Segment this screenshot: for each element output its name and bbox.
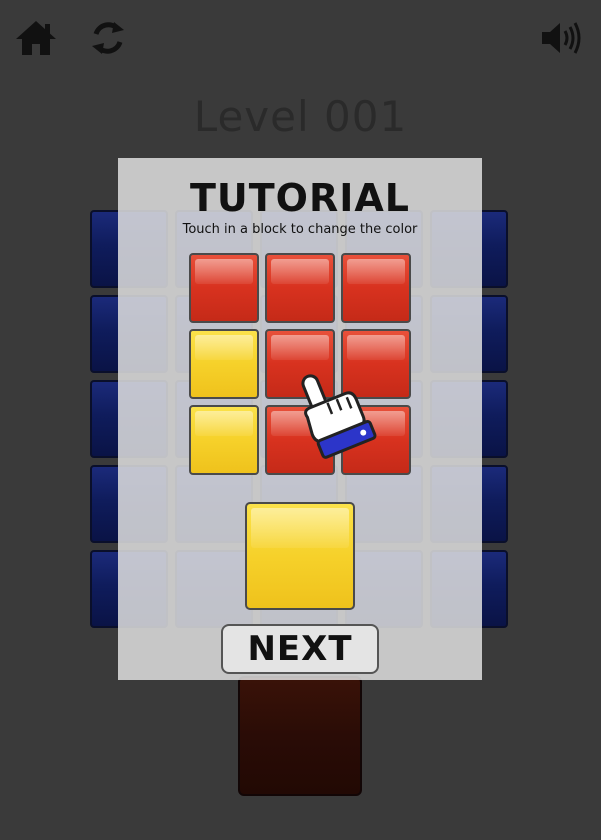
target-color-block [238, 676, 362, 796]
tutorial-instruction: Touch in a block to change the color [182, 222, 418, 237]
restart-icon [92, 22, 124, 54]
tutorial-grid [189, 253, 411, 475]
tutorial-block-yellow [189, 405, 259, 475]
home-button[interactable] [12, 14, 60, 62]
restart-button[interactable] [84, 14, 132, 62]
sound-on-icon [542, 22, 581, 54]
tutorial-dialog: TUTORIAL Touch in a block to change the … [118, 158, 482, 680]
tutorial-block-red [265, 329, 335, 399]
home-icon [16, 21, 56, 55]
pointing-hand-icon [301, 374, 377, 459]
tutorial-block-red [189, 253, 259, 323]
sound-button[interactable] [537, 14, 585, 62]
level-title: Level 001 [193, 92, 408, 141]
tutorial-block-yellow [189, 329, 259, 399]
tutorial-block-red [265, 253, 335, 323]
tutorial-block-red [341, 253, 411, 323]
tutorial-title: TUTORIAL [189, 176, 411, 220]
tutorial-block-red [341, 329, 411, 399]
next-button[interactable]: NEXT [221, 624, 379, 674]
tutorial-target-block [245, 502, 355, 610]
